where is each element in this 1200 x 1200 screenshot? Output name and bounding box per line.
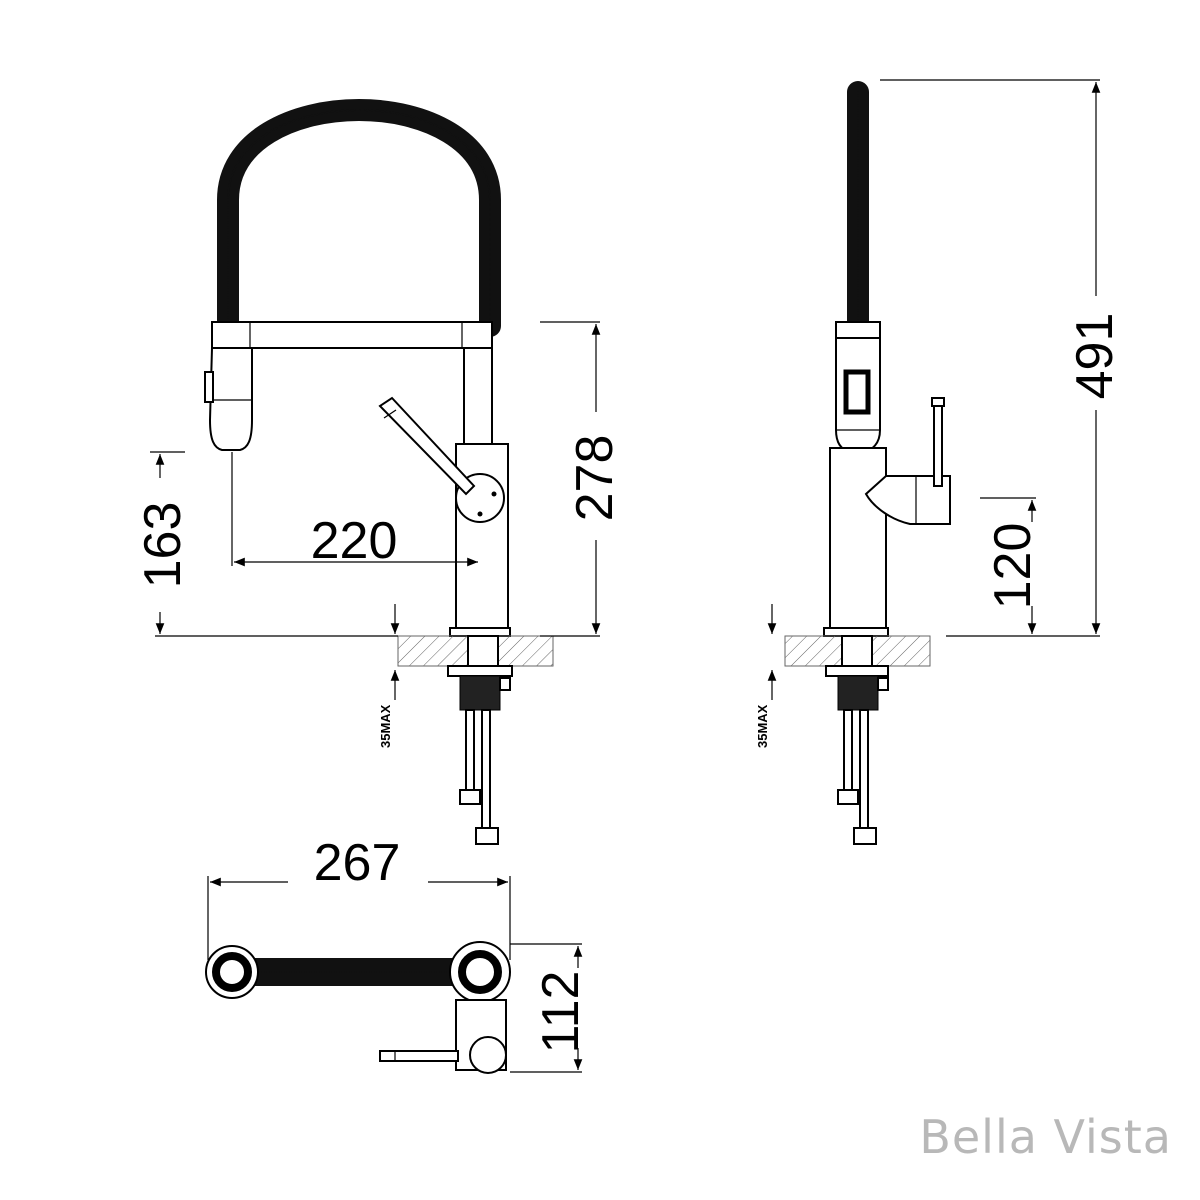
front-view bbox=[204, 99, 554, 845]
dim-body-height: 278 bbox=[566, 435, 624, 522]
plan-lever-handle bbox=[379, 1050, 459, 1062]
side-view bbox=[784, 81, 951, 845]
side-lever-housing bbox=[864, 475, 951, 525]
dim-spout-height: 163 bbox=[134, 502, 192, 589]
brand-watermark: Bella Vista bbox=[919, 1110, 1172, 1164]
front-lever-handle bbox=[378, 396, 476, 496]
front-hose bbox=[217, 99, 501, 337]
side-tap-body bbox=[829, 447, 887, 629]
plan-dimensions: 267 112 bbox=[207, 834, 590, 1073]
dim-reach: 220 bbox=[311, 512, 398, 570]
plan-view bbox=[205, 941, 511, 1074]
front-spout-bar bbox=[211, 321, 493, 349]
dim-plan-width: 267 bbox=[314, 834, 401, 892]
side-dimensions: 491 120 35MAX bbox=[755, 79, 1124, 748]
dim-bench-thickness-side: 35MAX bbox=[755, 704, 770, 748]
dim-bench-thickness-front: 35MAX bbox=[378, 704, 393, 748]
dim-plan-depth: 112 bbox=[532, 971, 590, 1054]
front-dimensions: 163 220 278 35MAX bbox=[134, 321, 624, 748]
front-spray-head bbox=[208, 347, 253, 451]
side-lever-handle bbox=[933, 403, 943, 487]
dim-total-height: 491 bbox=[1066, 313, 1124, 400]
dim-lever-height: 120 bbox=[984, 523, 1042, 610]
front-tap-body bbox=[455, 443, 509, 630]
